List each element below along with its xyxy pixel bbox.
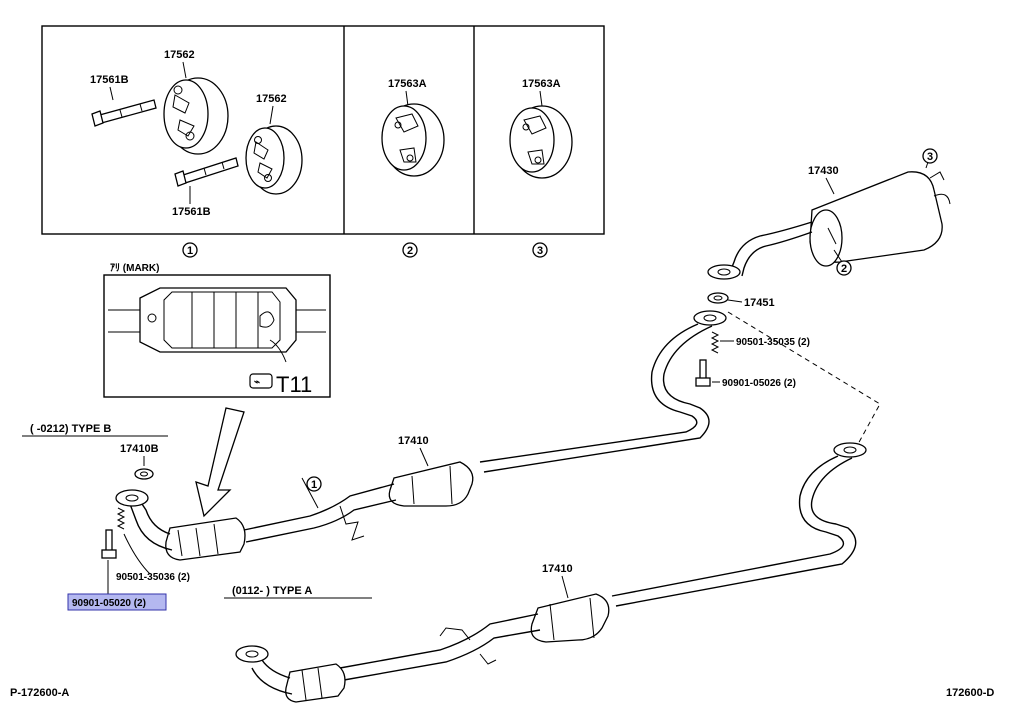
inset-panel-1: 17562 17562 17561B 17561B [90,49,303,258]
label-90501-35035: 90501-35035 (2) [736,337,810,348]
label-17562-top: 17562 [164,49,195,61]
inset-panel-2: 17563A 2 [381,78,445,258]
label-17561b-bottom: 17561B [172,206,211,218]
callout-circle-pipe-1 [306,476,322,492]
pointer-arrow [195,407,245,518]
ref-num-1: 1 [187,245,193,257]
mark-code: T11 [276,372,312,397]
gasket-17410b: 17410B [120,443,159,480]
mark-box-title: ｱﾘ (MARK) [110,262,159,274]
ref-num-3: 3 [537,245,543,257]
label-17563a-panel2: 17563A [388,78,427,90]
bolt-17561b-lower [174,157,239,187]
inset-box [41,25,605,235]
label-17410b: 17410B [120,443,159,455]
callout-circle-muffler-3 [922,148,938,164]
gasket-17451: 17451 [707,292,775,309]
callout-muffler-3: 3 [927,151,933,163]
label-17451: 17451 [744,297,775,309]
rubber-hanger-17562-top [163,77,229,155]
type-a-note: (0112- ) TYPE A [232,585,312,597]
callout-circle-muffler-2 [836,260,852,276]
ref-circle-2 [402,242,418,258]
ref-circle-1 [182,242,198,258]
rubber-hanger-17563a-panel3 [509,105,573,179]
exhaust-pipe-17410-type-a: 17410 [235,442,867,703]
bolt-90901-05026: 90901-05026 (2) [695,359,796,389]
inset-panel-3: 17563A 3 [509,78,573,258]
callout-muffler-2: 2 [841,263,847,275]
callout-pipe-1: 1 [311,479,317,491]
label-17563a-panel3: 17563A [522,78,561,90]
label-17561b-top: 17561B [90,74,129,86]
spring-bolt-90501-35035: 90501-35035 (2) [710,331,810,354]
label-17562-right: 17562 [256,93,287,105]
label-90901-05026: 90901-05026 (2) [722,378,796,389]
label-17430: 17430 [808,165,839,177]
ref-num-2: 2 [407,245,413,257]
label-17410-top: 17410 [398,435,429,447]
rubber-hanger-17562-right [245,125,303,195]
label-90501-35036: 90501-35036 (2) [116,572,190,583]
mark-box: ｱﾘ (MARK) ⌁ T11 [103,262,331,398]
label-17410-bottom: 17410 [542,563,573,575]
rubber-hanger-17563a-panel2 [381,103,445,177]
muffler-17430: 17430 3 2 [707,148,951,280]
ref-circle-3 [532,242,548,258]
bolt-90901-05020[interactable]: 90901-05020 (2) [67,529,167,611]
svg-text:⌁: ⌁ [254,377,260,388]
spring-90501-35036: 90501-35036 (2) [116,507,190,583]
bolt-17561b-upper [91,99,157,127]
footer-left-code: P-172600-A [10,687,69,699]
exhaust-pipe-17410-type-b: 17410 1 [115,310,727,561]
highlight-box[interactable] [67,593,167,611]
footer-right-code: 172600-D [946,687,994,699]
type-b-note: ( -0212) TYPE B [30,423,111,435]
label-90901-05020[interactable]: 90901-05020 (2) [72,598,146,609]
